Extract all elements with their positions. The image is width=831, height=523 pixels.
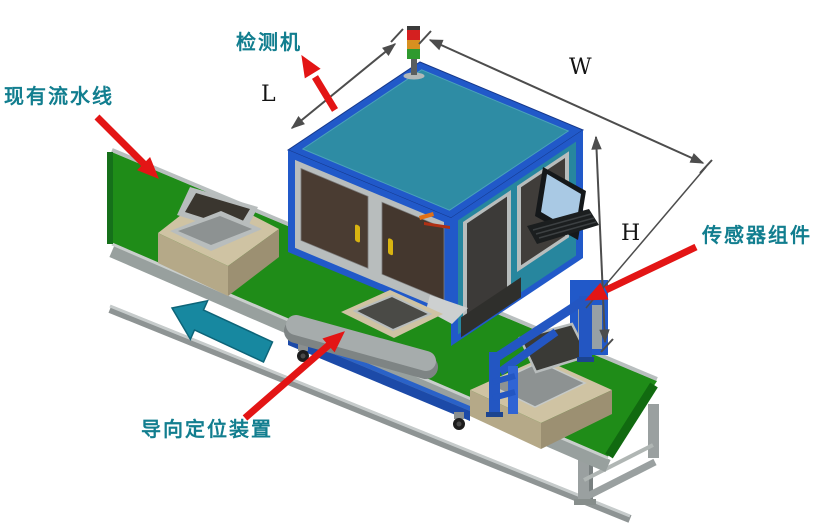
guide-plate bbox=[284, 315, 438, 379]
label-guide-device: 导向定位装置 bbox=[141, 417, 273, 441]
dimension-H bbox=[585, 135, 707, 353]
signal-tower-icon bbox=[403, 26, 425, 80]
door-handle bbox=[355, 224, 360, 243]
door-window-right bbox=[381, 201, 445, 301]
dim-label-width: W bbox=[569, 55, 592, 80]
detection-machine bbox=[284, 26, 608, 430]
pallet-inside bbox=[341, 290, 443, 338]
brand-logo bbox=[419, 212, 450, 229]
callout-arrows bbox=[94, 54, 698, 421]
dim-label-length: L bbox=[261, 82, 276, 107]
arrow-sensor-assembly bbox=[584, 243, 698, 301]
conveyor-leg bbox=[648, 404, 659, 458]
dimension-lines bbox=[290, 28, 713, 353]
machine-front-face bbox=[288, 150, 451, 320]
label-sensor-assembly: 传感器组件 bbox=[702, 223, 812, 247]
side-window bbox=[467, 196, 507, 316]
machine-laptop bbox=[527, 167, 599, 244]
dimension-L bbox=[290, 28, 404, 129]
arrow-assembly-line bbox=[94, 114, 159, 179]
pallet-left bbox=[158, 187, 279, 296]
dim-label-height: H bbox=[621, 221, 641, 246]
arrow-guide-device bbox=[242, 331, 345, 421]
sensor-top-rail bbox=[494, 297, 586, 361]
floor-rail bbox=[109, 304, 631, 518]
flow-direction-arrow bbox=[170, 299, 274, 363]
label-assembly-line: 现有流水线 bbox=[4, 84, 114, 108]
arrow-detector bbox=[301, 54, 338, 112]
door-window-left bbox=[300, 167, 369, 269]
belt-exit-opening bbox=[461, 277, 521, 338]
dimension-W bbox=[418, 30, 713, 174]
laptop-keyboard bbox=[178, 216, 252, 245]
sensor-frame bbox=[486, 296, 594, 417]
machine-top-panel bbox=[301, 69, 570, 211]
extension-line bbox=[585, 166, 707, 309]
door-handle bbox=[388, 238, 393, 256]
label-detector: 检测机 bbox=[236, 30, 302, 54]
